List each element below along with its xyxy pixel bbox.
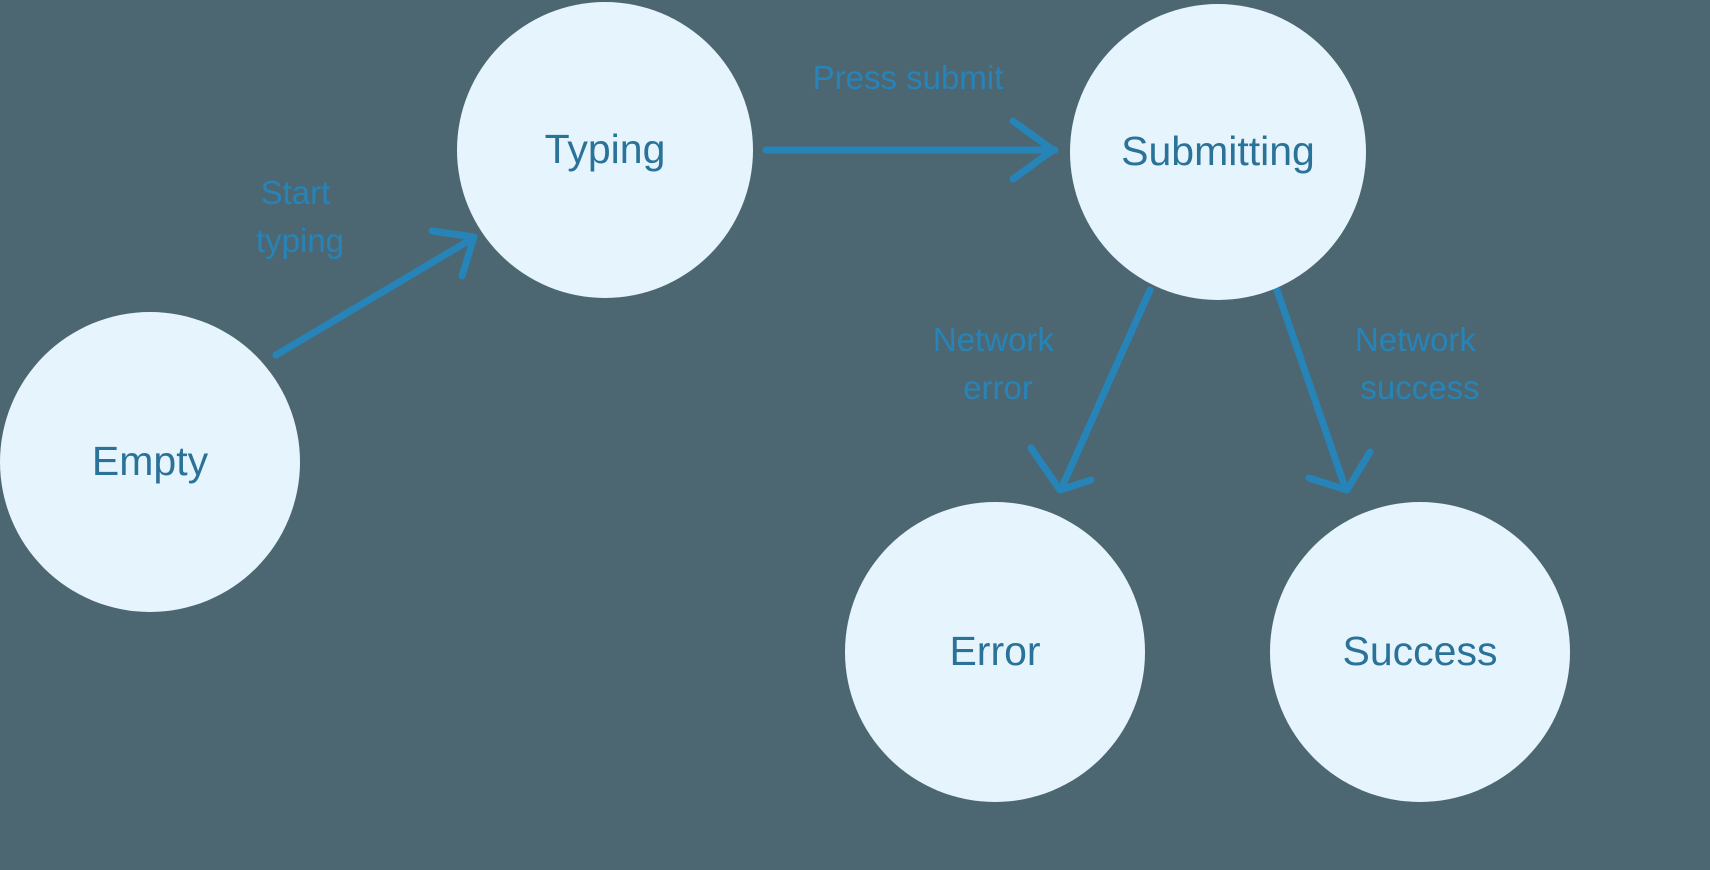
edge-label-submitting-to-success: Network success [1355,321,1485,406]
edge-line-empty-to-typing [272,236,474,359]
edge-label-typing-to-submitting: Press submit [813,59,1004,96]
node-circle-typing[interactable] [457,2,753,298]
node-label-empty: Empty [92,438,209,484]
arrowhead-submitting-to-success [1305,448,1374,494]
edge-label-line: error [963,369,1033,406]
node-error[interactable]: Error [845,502,1145,802]
edge-label-line: Press submit [813,59,1004,96]
node-label-typing: Typing [545,126,666,172]
node-circle-submitting[interactable] [1070,4,1366,300]
node-empty[interactable]: Empty [0,312,300,612]
edge-label-empty-to-typing: Start typing [256,174,344,259]
edge-label-line: Network [933,321,1055,358]
edge-label-line: typing [256,222,344,259]
arrowhead-submitting-to-error [1027,444,1095,494]
node-submitting[interactable]: Submitting [1070,4,1366,300]
node-success[interactable]: Success [1270,502,1570,802]
node-typing[interactable]: Typing [457,2,753,298]
edge-label-submitting-to-error: Network error [933,321,1063,406]
arrowhead-typing-to-submitting [1009,117,1057,183]
edge-submitting-to-success: Network success [1273,286,1485,494]
node-circle-empty[interactable] [0,312,300,612]
edge-label-line: success [1360,369,1479,406]
edge-label-line: Start [261,174,331,211]
node-circle-error[interactable] [845,502,1145,802]
edge-typing-to-submitting: Press submit [762,59,1059,183]
edge-label-line: Network [1355,321,1477,358]
node-circle-success[interactable] [1270,502,1570,802]
edge-submitting-to-error: Network error [933,286,1154,494]
edge-empty-to-typing: Start typing [256,174,478,359]
node-label-success: Success [1343,628,1498,674]
edge-line-submitting-to-error [1058,286,1154,491]
edge-line-submitting-to-success [1273,286,1349,491]
arrowhead-empty-to-typing [428,227,478,280]
node-label-error: Error [949,628,1040,674]
node-label-submitting: Submitting [1121,128,1315,174]
